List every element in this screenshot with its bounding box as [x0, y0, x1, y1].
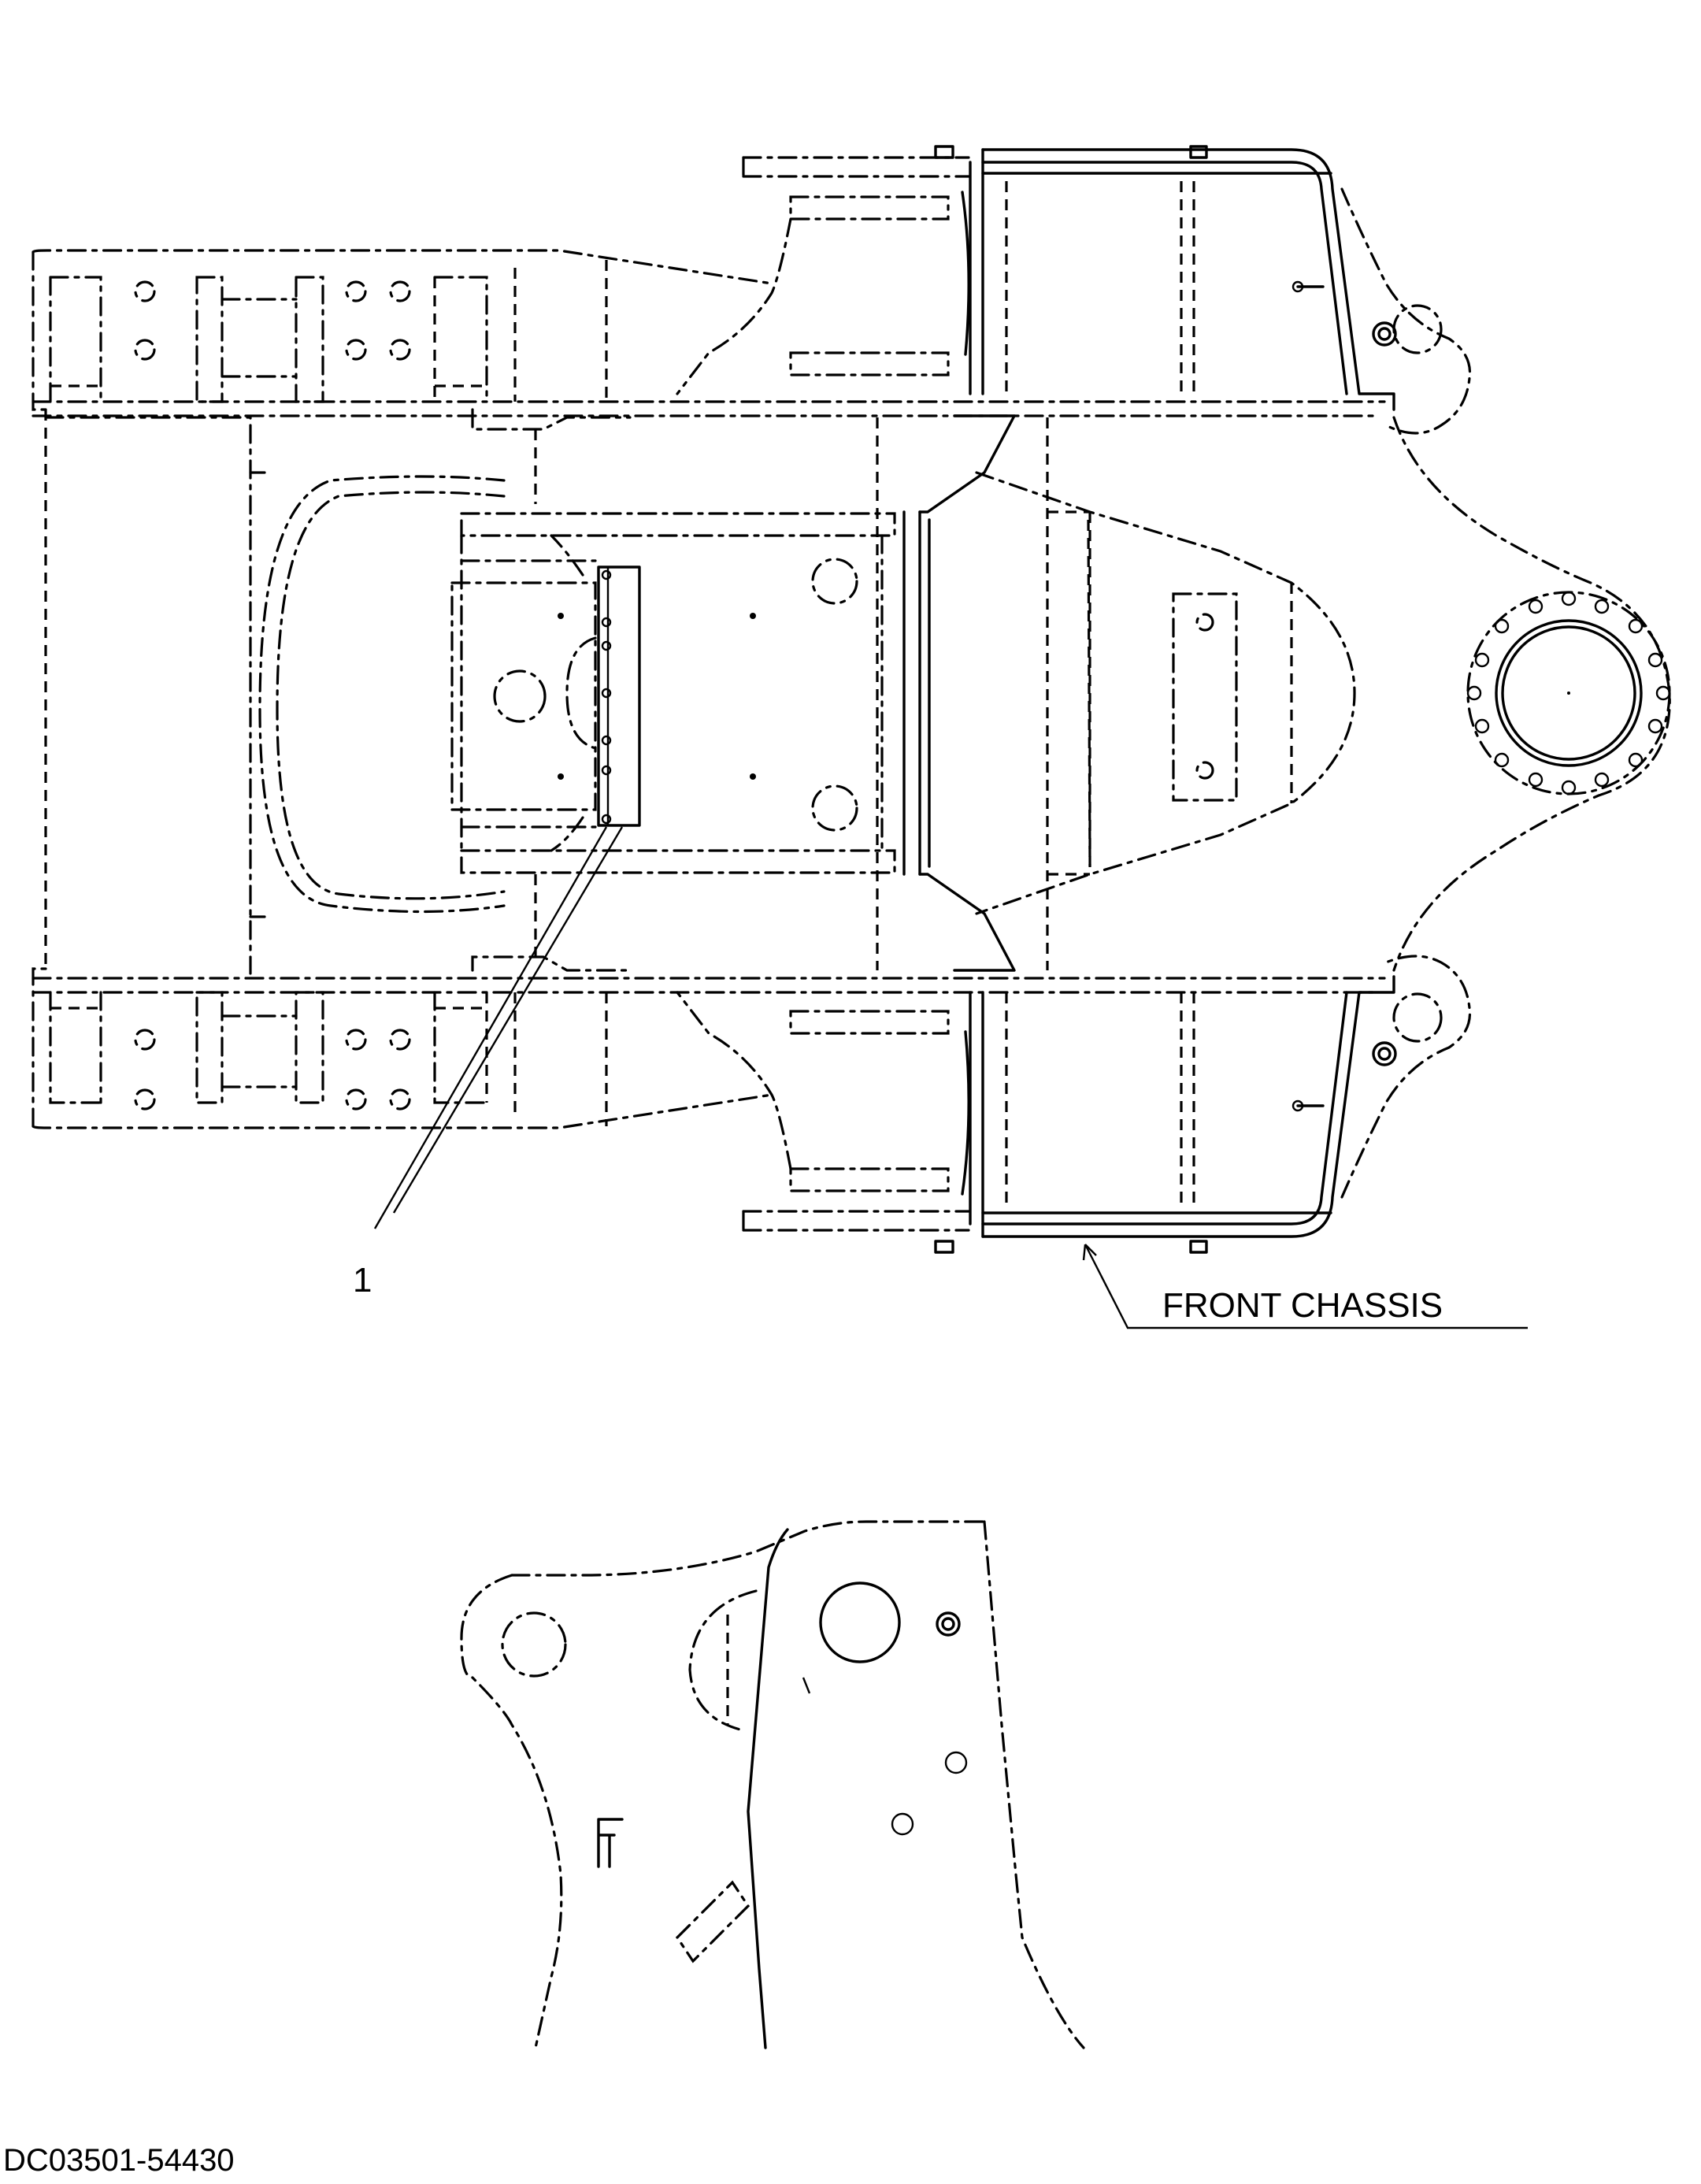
callout-number: 1	[353, 1261, 372, 1300]
slew-ring	[1466, 591, 1671, 795]
side-view	[460, 1520, 1085, 2049]
pivot-bosses	[1292, 280, 1443, 1112]
front-chassis	[902, 145, 1395, 1254]
grease-fitting-icon	[1372, 321, 1397, 1066]
front-chassis-text: FRONT CHASSIS	[1162, 1286, 1443, 1325]
center-plate	[450, 512, 896, 874]
drawing-id: DC03501-54430	[3, 2143, 235, 2178]
callout-1: 1	[353, 826, 624, 1300]
mounting-holes	[134, 280, 411, 1111]
bolt-icon	[601, 569, 612, 825]
front-chassis-label: FRONT CHASSIS	[1082, 1244, 1528, 1329]
chassis-outline	[32, 249, 1386, 1129]
front-frame-phantom	[676, 156, 1671, 1232]
grease-fitting-icon	[936, 1611, 961, 1637]
